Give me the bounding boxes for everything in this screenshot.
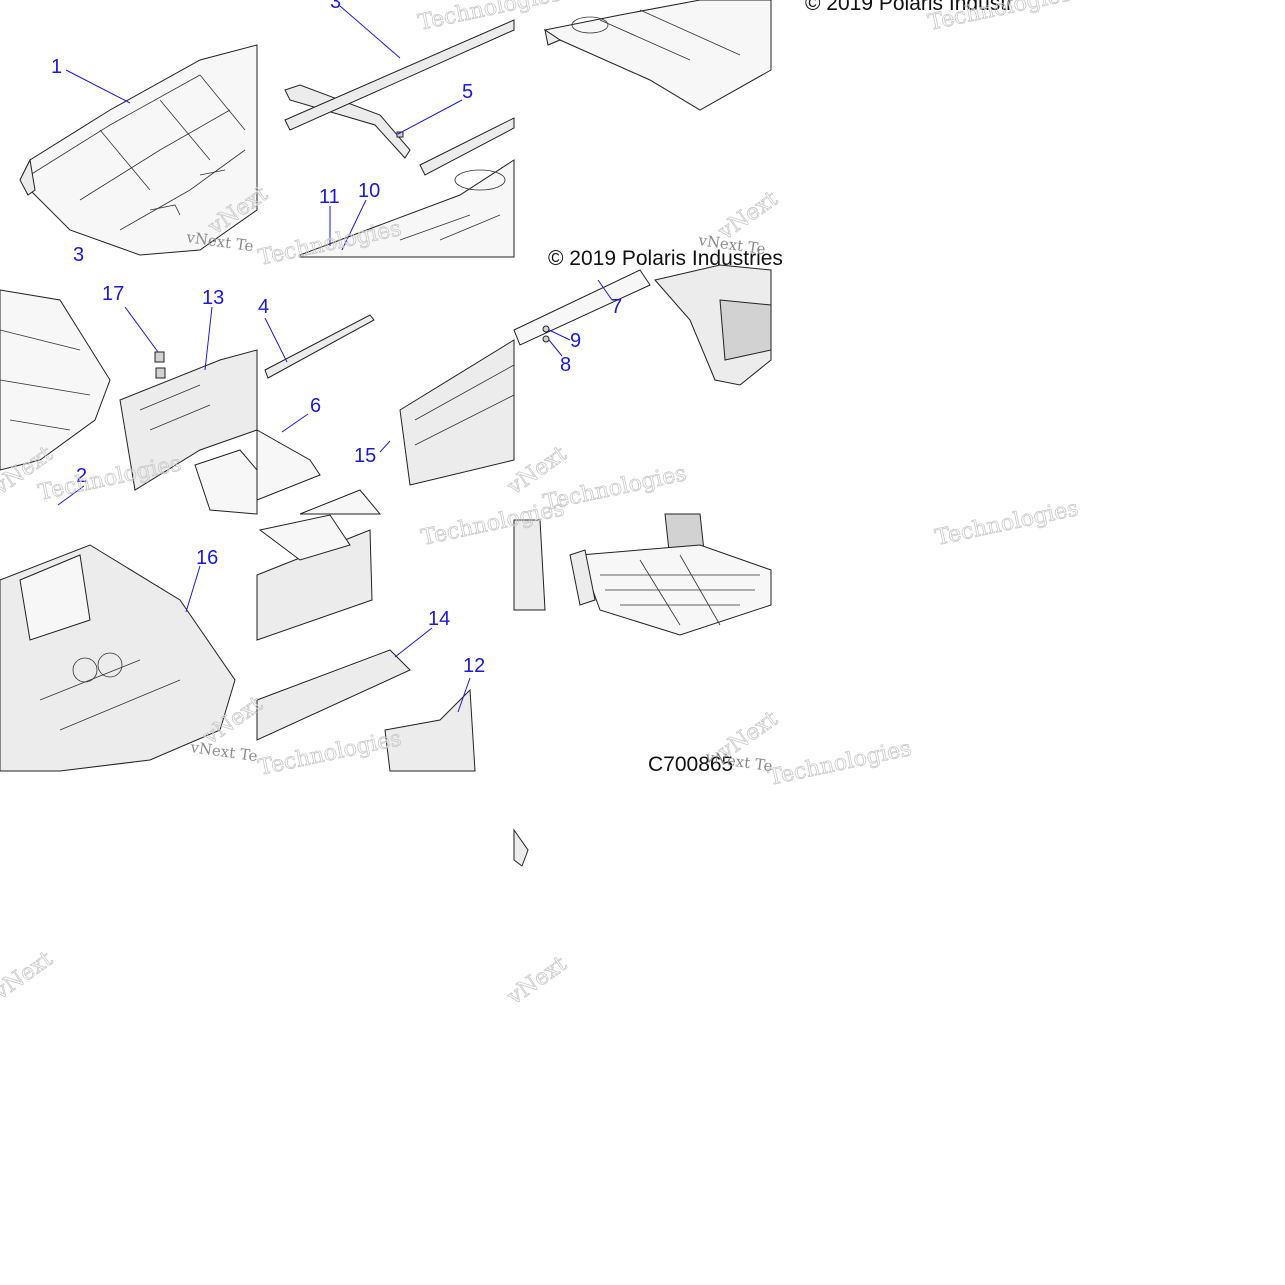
- callout-2: 2: [76, 465, 87, 487]
- callout-7: 7: [611, 296, 622, 318]
- copyright-text-top: © 2019 Polaris Industr: [805, 0, 1013, 15]
- roof-panel-drawing: [19, 44, 258, 256]
- side-panels-drawing: [256, 314, 515, 515]
- watermark-small: vNext Te: [184, 228, 254, 255]
- callout-3: 3: [73, 244, 84, 266]
- dash-bracket-drawing: [119, 349, 258, 515]
- rear-panels-drawing: [256, 514, 476, 772]
- callout-6: 6: [310, 395, 321, 417]
- callout-4: 4: [258, 296, 269, 318]
- watermark-small: vNext Te: [188, 738, 258, 765]
- leader-lines: [57, 5, 613, 713]
- callout-10: 10: [358, 180, 380, 202]
- callout-11: 11: [319, 186, 340, 208]
- watermark-word: Technologies: [36, 451, 184, 506]
- firewall-drawing: [0, 544, 236, 772]
- watermark-word: Technologies: [256, 726, 404, 781]
- floor-mat-drawing: [513, 513, 772, 636]
- callout-9: 9: [570, 330, 581, 352]
- callout-3-top: 3: [330, 0, 341, 13]
- trim-strip-drawing: [284, 19, 515, 258]
- callout-16: 16: [196, 547, 218, 569]
- callout-12: 12: [463, 655, 485, 677]
- callout-14: 14: [428, 608, 450, 630]
- callout-8: 8: [560, 354, 571, 376]
- watermark-word: Technologies: [766, 736, 914, 791]
- callout-15: 15: [354, 445, 376, 467]
- cab-floor-drawing: [543, 0, 772, 111]
- watermark-word: Technologies: [541, 461, 689, 516]
- callout-5: 5: [462, 81, 473, 103]
- callout-17: 17: [102, 283, 124, 305]
- roof-corner-drawing: [0, 289, 111, 471]
- bracket-fragment: [513, 828, 529, 867]
- watermark-brand: vNext: [502, 952, 571, 1011]
- callout-1: 1: [51, 56, 62, 78]
- drawing-code: C700865: [648, 753, 733, 776]
- watermark-word: Technologies: [933, 496, 1081, 551]
- callout-13: 13: [202, 287, 224, 309]
- watermark-brand: vNext: [0, 947, 58, 1006]
- copyright-text: © 2019 Polaris Industries: [548, 247, 783, 270]
- side-wall-drawing: [513, 264, 772, 386]
